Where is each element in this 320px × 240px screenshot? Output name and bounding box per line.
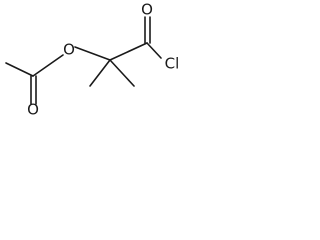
bond-quaternary-acyl (109, 42, 148, 61)
bond-acetyl-ester-oxygen (32, 54, 64, 77)
bond-acyl-chlorine (146, 42, 162, 59)
bonds (5, 16, 162, 105)
bond-quaternary-methyl-2 (109, 59, 135, 87)
atom-ester-oxygen: O (63, 41, 75, 59)
atom-carbonyl-oxygen-acyl: O (141, 1, 153, 19)
bond-quaternary-methyl-1 (89, 59, 111, 87)
atom-labels: O O O Cl (27, 1, 179, 119)
atom-chlorine: Cl (165, 55, 180, 73)
atom-carbonyl-oxygen-acetyl: O (27, 101, 39, 119)
bond-methyl-acetyl (5, 62, 34, 77)
chemical-structure: O O O Cl (5, 1, 179, 119)
bond-ester-oxygen-quaternary (74, 46, 111, 61)
